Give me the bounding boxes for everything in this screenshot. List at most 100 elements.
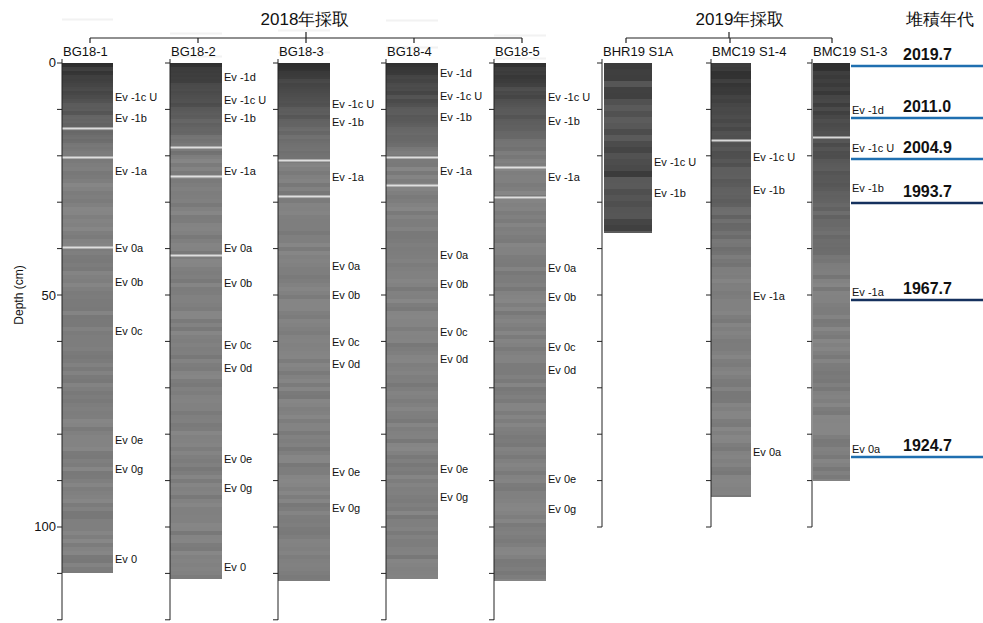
core-layer <box>711 343 751 345</box>
core-layer <box>278 235 330 237</box>
core-layer <box>62 355 113 357</box>
core-layer <box>494 459 546 461</box>
axis-tick <box>807 155 812 156</box>
core-layer <box>386 495 438 497</box>
core-layer <box>494 449 546 451</box>
core-layer <box>813 419 850 421</box>
core-layer <box>386 485 438 487</box>
core-layer <box>62 529 113 531</box>
core-layer <box>711 219 751 221</box>
core-layer <box>386 183 438 185</box>
core-layer <box>278 297 330 299</box>
core-layer <box>278 275 330 277</box>
axis-tick <box>57 527 62 528</box>
core-layer <box>494 215 546 217</box>
core-layer <box>386 105 438 107</box>
core-layer <box>278 373 330 375</box>
core-layer <box>813 425 850 427</box>
core-layer <box>170 575 222 577</box>
core-layer <box>278 321 330 323</box>
event-label: Ev 0c <box>115 325 143 337</box>
core-layer <box>278 253 330 255</box>
core-layer <box>170 165 222 167</box>
core-layer <box>278 529 330 531</box>
core-layer <box>711 279 751 281</box>
core-layer <box>813 163 850 165</box>
core-layer <box>494 335 546 337</box>
core-layer <box>494 101 546 103</box>
core-layer <box>711 377 751 379</box>
core-layer <box>386 489 438 491</box>
core-layer <box>278 313 330 315</box>
core-layer <box>386 415 438 417</box>
core-layer <box>62 189 113 191</box>
core-layer <box>170 287 222 289</box>
core-layer <box>278 561 330 563</box>
core-layer <box>813 251 850 253</box>
core-layer <box>386 103 438 105</box>
core-layer <box>604 115 652 117</box>
core-layer <box>62 357 113 359</box>
core-layer <box>494 425 546 427</box>
core-layer <box>494 79 546 81</box>
core-layer <box>170 325 222 327</box>
core-layer <box>711 127 751 129</box>
core-layer <box>813 377 850 379</box>
core-layer <box>494 159 546 161</box>
core-layer <box>278 401 330 403</box>
core-layer <box>62 171 113 173</box>
core-layer <box>813 355 850 357</box>
core-layer <box>494 543 546 545</box>
core-layer <box>278 131 330 133</box>
core-layer <box>813 299 850 301</box>
core-layer <box>278 205 330 207</box>
core-layer <box>278 487 330 489</box>
core-layer <box>170 149 222 151</box>
core-layer <box>386 281 438 283</box>
core-layer <box>62 137 113 139</box>
core-layer <box>62 241 113 243</box>
core-layer <box>604 121 652 123</box>
core-layer <box>278 359 330 361</box>
core-layer <box>386 407 438 409</box>
core-layer <box>386 165 438 167</box>
axis-tick <box>706 387 711 388</box>
event-layer <box>170 33 222 35</box>
core-layer <box>813 147 850 149</box>
core-layer <box>62 371 113 373</box>
core-layer <box>386 305 438 307</box>
core-layer <box>278 261 330 263</box>
core-layer <box>386 205 438 207</box>
core-layer <box>813 169 850 171</box>
core-layer <box>604 171 652 173</box>
core-layer <box>494 119 546 121</box>
axis-tick <box>165 295 170 296</box>
core-layer <box>813 391 850 393</box>
core-layer <box>278 497 330 499</box>
core-layer <box>62 123 113 125</box>
core-image <box>813 0 850 481</box>
core-layer <box>494 511 546 513</box>
core-layer <box>278 109 330 111</box>
core-layer <box>278 565 330 567</box>
core-layer <box>813 285 850 287</box>
core-layer <box>386 439 438 441</box>
core-layer <box>494 219 546 221</box>
axis-tick <box>706 341 711 342</box>
core-layer <box>278 225 330 227</box>
core-layer <box>386 559 438 561</box>
core-layer <box>278 509 330 511</box>
core-layer <box>494 389 546 391</box>
core-layer <box>62 201 113 203</box>
core-layer <box>494 269 546 271</box>
core-layer <box>170 337 222 339</box>
core-layer <box>170 381 222 383</box>
core-layer <box>62 235 113 237</box>
core-layer <box>813 477 850 479</box>
event-layer <box>494 35 546 37</box>
core-layer <box>494 385 546 387</box>
core-layer <box>813 329 850 331</box>
core-layer <box>711 453 751 455</box>
core-layer <box>170 513 222 515</box>
core-layer <box>62 541 113 543</box>
